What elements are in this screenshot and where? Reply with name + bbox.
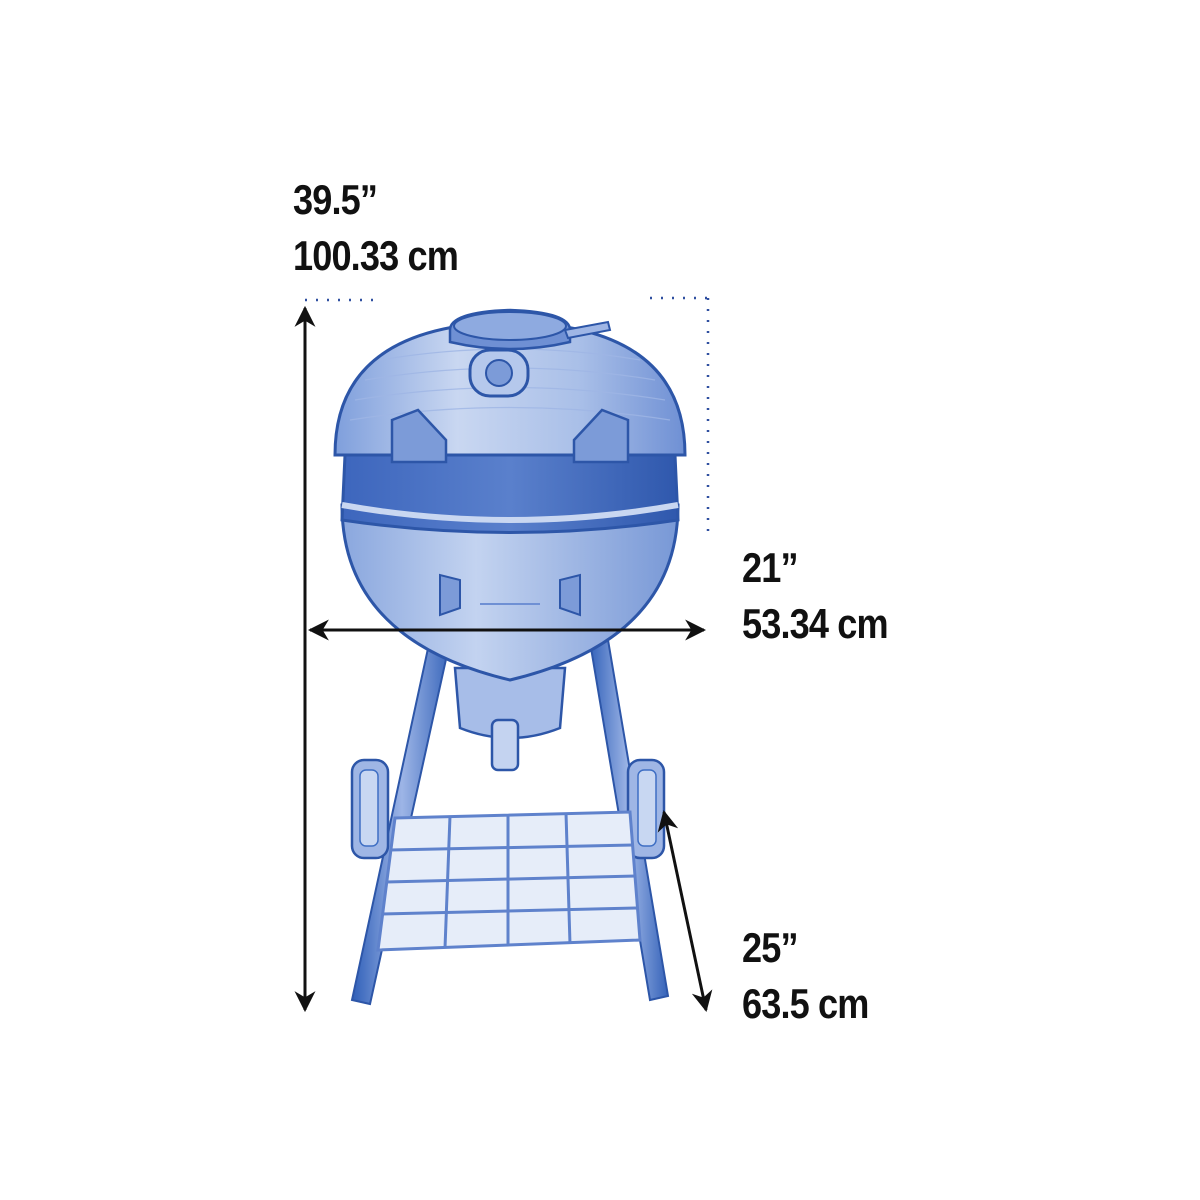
depth-arrow [657, 809, 713, 1013]
grill-bottom-rack [376, 810, 642, 952]
grill-band [340, 453, 680, 534]
width-metric: 53.34 cm [742, 600, 889, 647]
depth-metric: 63.5 cm [742, 980, 869, 1027]
depth-dimension-label: 25” 63.5 cm [742, 920, 869, 1032]
grill-top-vent [448, 308, 612, 351]
width-imperial: 21” [742, 544, 799, 591]
height-dimension-label: 39.5” 100.33 cm [293, 172, 459, 284]
depth-imperial: 25” [742, 924, 799, 971]
height-imperial: 39.5” [293, 176, 378, 223]
grill-wheels [350, 758, 666, 860]
width-dimension-label: 21” 53.34 cm [742, 540, 889, 652]
dimension-arrows [294, 305, 713, 1013]
dotted-guides [305, 296, 710, 540]
height-metric: 100.33 cm [293, 232, 459, 279]
